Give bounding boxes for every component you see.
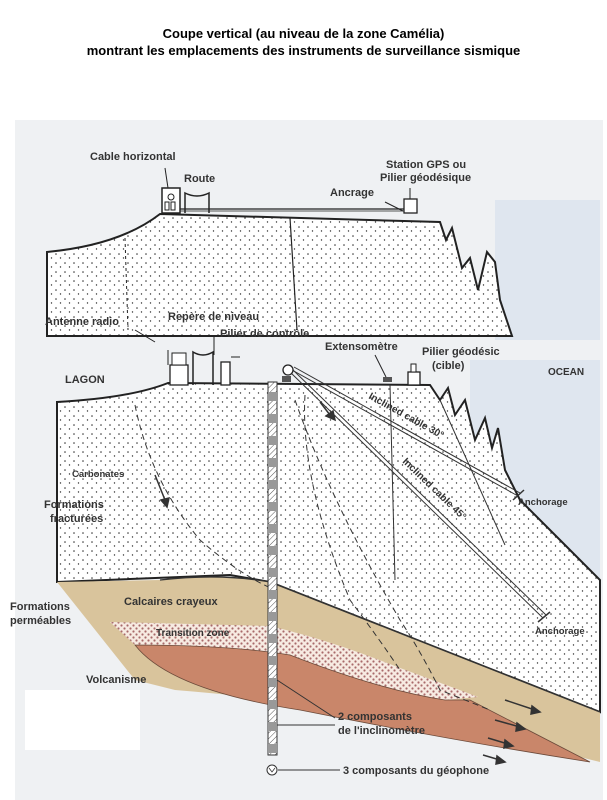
pilier-geodesic-icon (407, 363, 421, 386)
label-route: Route (184, 173, 215, 185)
route-icon (184, 191, 210, 213)
anchor-mark (537, 611, 551, 623)
borehole-segment (268, 656, 277, 665)
label-transition-zone: Transition zone (156, 628, 230, 639)
volcanisme-layer (134, 644, 591, 763)
slip-surface (294, 399, 491, 711)
label-pilier-geodesic-1: Pilier géodésic (422, 346, 500, 358)
borehole-segment (268, 524, 277, 533)
label-antenne-radio: Antenne radio (45, 316, 119, 328)
antenne-radio-icon (167, 350, 189, 386)
fracture (439, 399, 506, 546)
borehole-segment (268, 392, 277, 401)
inclined-cable-30 (291, 366, 521, 497)
leader-line (374, 354, 387, 378)
transition-zone-layer (110, 622, 478, 700)
borehole-segment (268, 744, 277, 753)
label-lagon: LAGON (65, 374, 105, 386)
label-anchorage-1: Anchorage (518, 497, 568, 508)
borehole-segment (268, 546, 277, 555)
borehole-segment (268, 634, 277, 643)
borehole-segment (268, 458, 277, 467)
borehole-segment (268, 480, 277, 489)
label-formations-fracturees-1: Formations (44, 499, 104, 511)
borehole-segment (268, 612, 277, 621)
white-patch (25, 690, 140, 750)
anchor-mark (512, 489, 525, 501)
label-inclinometre-2: de l'inclinomètre (338, 725, 425, 737)
repere-niveau-icon (192, 350, 214, 385)
label-ocean: OCEAN (548, 367, 584, 378)
pilier-controle-icon (220, 356, 240, 386)
borehole-segment (268, 590, 277, 599)
top-rock-mass (46, 212, 514, 337)
bottom-rock-mass (56, 381, 601, 714)
slip-surface (134, 404, 276, 591)
borehole-segment (268, 436, 277, 445)
leader-line (384, 201, 404, 212)
ocean-top (495, 200, 600, 340)
geophone-icon (266, 764, 278, 776)
label-ancrage: Ancrage (330, 187, 374, 199)
label-extensometre: Extensomètre (325, 341, 398, 353)
label-formations-fracturees-2: fracturées (50, 513, 103, 525)
borehole-segment (268, 414, 277, 423)
label-cable-horizontal: Cable horizontal (90, 151, 176, 163)
label-station-gps-1: Station GPS ou (386, 159, 466, 171)
gps-station-icon (403, 188, 418, 214)
leader-line (134, 329, 156, 343)
borehole-segment (268, 502, 277, 511)
title-line-1: Coupe vertical (au niveau de la zone Cam… (162, 26, 445, 41)
label-calcaires-crayeux: Calcaires crayeux (124, 596, 218, 608)
label-anchorage-2: Anchorage (535, 626, 585, 637)
label-geophone: 3 composants du géophone (343, 765, 489, 777)
borehole-segment (268, 678, 277, 687)
cable-horizontal-house-icon (161, 187, 181, 214)
label-station-gps-2: Pilier géodésique (380, 172, 471, 184)
borehole-segment (268, 722, 277, 731)
label-inclinometre-1: 2 composants (338, 711, 412, 723)
borehole-segment (268, 568, 277, 577)
label-volcanisme: Volcanisme (86, 674, 146, 686)
label-formations-permeables-1: Formations (10, 601, 70, 613)
fracture (289, 217, 298, 331)
label-formations-permeables-2: perméables (10, 615, 71, 627)
inclinometer-segments (268, 392, 277, 753)
borehole-segment (268, 700, 277, 709)
leader-line (276, 679, 336, 719)
pulley-icon (282, 364, 294, 382)
label-pilier-controle: Pilier de contrôle (220, 328, 309, 340)
fracture (389, 384, 396, 581)
title-line-2: montrant les emplacements des instrument… (86, 43, 521, 58)
label-carbonates: Carbonates (72, 469, 124, 480)
movement-arrows (154, 401, 542, 765)
label-repere-niveau: Repère de niveau (168, 311, 259, 323)
extensometre-icon (383, 377, 392, 382)
slip-surface (304, 394, 401, 671)
label-pilier-geodesic-2: (cible) (432, 360, 465, 372)
inclined-cable-45 (289, 369, 547, 619)
leader-line (164, 167, 169, 189)
